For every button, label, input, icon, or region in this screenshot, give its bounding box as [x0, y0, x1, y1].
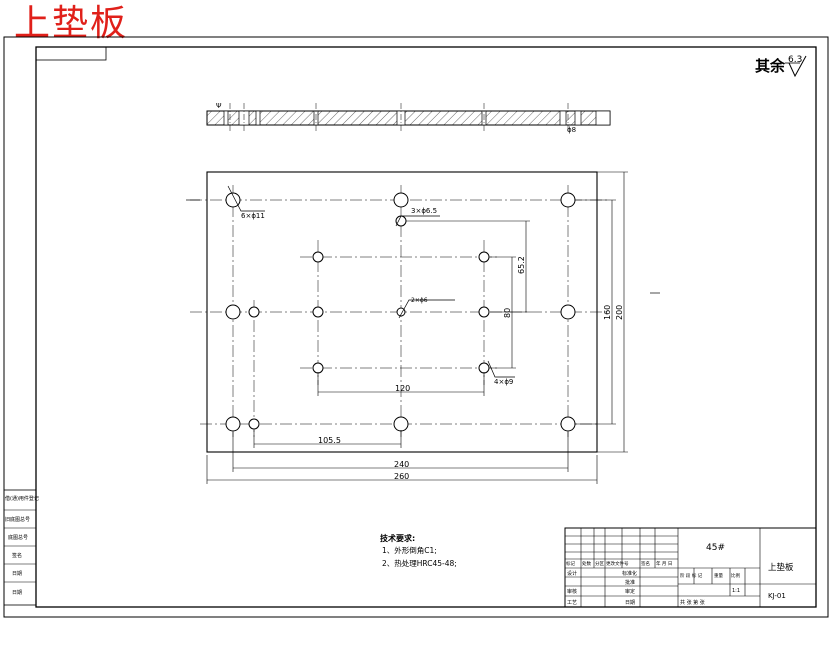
hole: [560, 416, 576, 432]
dim-width-holes: 240: [394, 460, 409, 469]
hole: [478, 251, 490, 263]
inner-frame: [35, 46, 817, 608]
left-table-cell-1: 旧底图总号: [5, 516, 30, 523]
dim-height-total: 200: [615, 305, 624, 320]
callout-inner-holes: 4×ϕ9: [494, 378, 513, 386]
tb-left-label-0: 设计: [567, 570, 577, 577]
hole: [312, 251, 324, 263]
tb-row-label-5: 年 月 日: [656, 560, 672, 567]
hole: [248, 306, 260, 318]
dim-offset-left: 105.5: [318, 436, 341, 445]
hole: [225, 304, 241, 320]
roughness-label: 其余: [755, 57, 786, 75]
hole: [478, 362, 490, 374]
dim-width-total: 260: [394, 472, 409, 481]
hole: [393, 192, 409, 208]
side-view-section: [206, 110, 611, 126]
tb-mid-label-0: 标准化: [622, 570, 637, 577]
side-right-label: ϕ8: [567, 126, 576, 134]
hole: [396, 307, 406, 317]
tech-requirements: 技术要求: 1、外形倒角C1; 2、热处理HRC45-48;: [380, 533, 457, 568]
tb-drawing-no: KJ-01: [768, 592, 786, 600]
tb-row-label-4: 签名: [641, 560, 650, 567]
left-table-cell-3: 签名: [12, 552, 22, 559]
hole: [560, 304, 576, 320]
hole: [395, 215, 407, 227]
tb-scale-value: 1:1: [732, 588, 740, 594]
drawing-title-red: 上垫板: [14, 3, 129, 44]
corner-tab: [35, 46, 107, 61]
tb-material: 45#: [706, 543, 725, 553]
title-block: 标记 处数 分区 更改文件号 签名 年 月 日 设计 审核 工艺 标准化 批准 …: [564, 527, 817, 608]
hole: [478, 306, 490, 318]
tb-row-label-0: 标记: [566, 560, 575, 567]
roughness-check-icon: [788, 55, 807, 78]
left-table-cell-0: 借(通)用件登记: [5, 495, 39, 502]
roughness-note: 其余 6.3: [755, 55, 807, 78]
tb-row-label-3: 更改文件号: [606, 560, 629, 567]
tb-weight-label: 重量: [714, 572, 723, 579]
tb-part-name: 上垫板: [768, 562, 794, 573]
tech-title: 技术要求:: [380, 533, 415, 543]
tb-scale-label: 比例: [731, 572, 740, 579]
roughness-value: 6.3: [788, 55, 802, 65]
tb-row-label-1: 处数: [582, 560, 591, 567]
hole: [393, 416, 409, 432]
left-table-cell-2: 底图总号: [8, 534, 28, 541]
tech-item-1: 1、外形倒角C1;: [382, 545, 437, 555]
side-view: Ψ ϕ8: [206, 102, 611, 134]
callout-top-holes: 3×ϕ6.5: [411, 207, 437, 215]
left-table-cell-4: 日期: [12, 571, 22, 577]
callout-center-hole: 2×ϕ6: [411, 297, 428, 304]
outer-frame: [3, 36, 829, 618]
left-table: 借(通)用件登记 旧底图总号 底图总号 签名 日期 日期: [3, 489, 39, 606]
side-left-label: Ψ: [216, 102, 222, 110]
tb-mid-label-3: 日期: [625, 600, 635, 606]
dim-top-offset: 65.2: [517, 256, 526, 274]
tech-item-2: 2、热处理HRC45-48;: [382, 558, 457, 568]
hole: [248, 418, 260, 430]
dim-inner-width: 120: [395, 384, 410, 393]
hole: [225, 192, 241, 208]
tb-mid-label-1: 批准: [625, 579, 635, 586]
callout-corner-holes: 6×ϕ11: [241, 212, 265, 220]
tb-left-label-1: 审核: [567, 588, 577, 595]
hole: [560, 192, 576, 208]
hole: [312, 362, 324, 374]
top-view: 6×ϕ11 3×ϕ6.5 4×ϕ9 2×ϕ6 260 240 105.5 120: [186, 171, 660, 484]
hole: [312, 306, 324, 318]
left-table-cell-5: 日期: [12, 590, 22, 596]
tb-stage-label: 阶 段 标 记: [680, 572, 703, 579]
dim-inner-height: 80: [503, 308, 512, 318]
tb-mid-label-2: 审定: [625, 588, 635, 595]
tb-row-label-2: 分区: [595, 560, 604, 567]
tb-sheet-label: 共 张 第 张: [680, 599, 705, 606]
tb-left-label-2: 工艺: [567, 600, 577, 606]
hole: [225, 416, 241, 432]
dim-height-holes: 160: [603, 305, 612, 320]
